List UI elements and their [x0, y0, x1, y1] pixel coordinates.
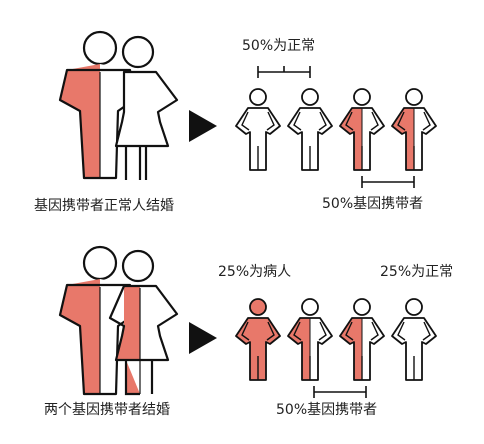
child-figure-icon: [339, 298, 385, 381]
top-caption: 基因携带者正常人结婚: [34, 197, 174, 214]
normal-group-bracket: [257, 66, 311, 78]
female-figure-icon: [108, 249, 179, 396]
bottom-scenario: 25%为病人 25%为正常 50%基因携带者 两个基因携带者结婚: [44, 245, 453, 418]
bottom-carrier-label: 50%基因携带者: [276, 401, 377, 418]
carrier-group-bracket: [313, 386, 367, 398]
child-figure-icon: [235, 88, 281, 171]
top-scenario: 50%为正常 50%基因携带者 基因携带者正常人结婚: [34, 30, 437, 214]
child-figure-icon: [391, 298, 437, 381]
carrier-group-bracket: [361, 176, 415, 188]
right-triangle-arrow-icon: [189, 322, 217, 354]
bottom-normal-label: 25%为正常: [380, 264, 453, 280]
top-normal-label: 50%为正常: [242, 38, 315, 54]
child-figure-icon: [235, 298, 281, 381]
child-figure-icon: [391, 88, 437, 171]
child-figure-icon: [287, 88, 333, 171]
bottom-caption: 两个基因携带者结婚: [44, 401, 170, 418]
top-carrier-label: 50%基因携带者: [322, 195, 423, 212]
child-figure-icon: [339, 88, 385, 171]
female-figure-icon: [114, 35, 179, 180]
bottom-sick-label: 25%为病人: [218, 264, 291, 280]
right-triangle-arrow-icon: [189, 110, 217, 142]
child-figure-icon: [287, 298, 333, 381]
